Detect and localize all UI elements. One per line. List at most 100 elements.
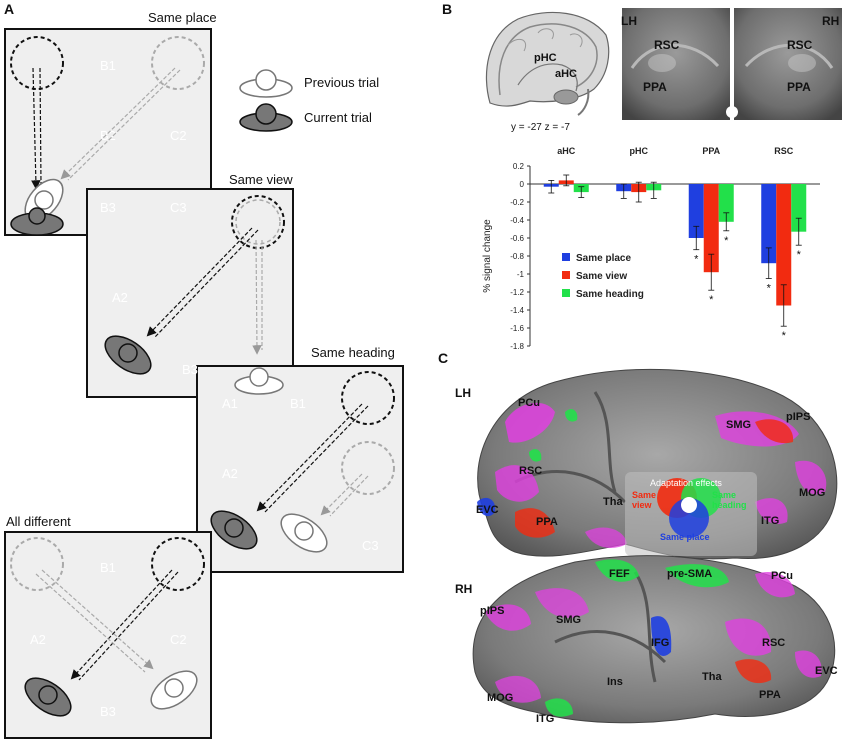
rh-fef-label: FEF (609, 568, 630, 580)
cell-label: B3 (100, 200, 116, 215)
legend-label: Same view (576, 271, 627, 282)
path-line (78, 571, 179, 681)
rh-mog-label: MOG (487, 692, 514, 704)
rh-itg-label: ITG (536, 713, 555, 725)
legend-swatch (562, 253, 570, 261)
same-view-title: Same view (229, 172, 293, 187)
path-line (31, 67, 41, 190)
bar (761, 184, 777, 264)
legend-swatch (562, 271, 570, 279)
category-label: pHC (630, 146, 649, 156)
previous-trial-marker (249, 367, 269, 387)
category-label: PPA (702, 146, 720, 156)
rh-label: RH (822, 14, 840, 28)
y-tick-label: -0.2 (510, 198, 524, 207)
lh-evc-label: EVC (476, 504, 499, 516)
significance-marker: * (694, 254, 699, 266)
rh-ins-label: Ins (607, 676, 623, 688)
panel-b-letter: B (442, 1, 453, 17)
lh-itg-label: ITG (761, 515, 780, 527)
target-circle (151, 537, 205, 591)
target-circle (10, 36, 64, 90)
current-trial-marker (28, 207, 46, 225)
lh-ppa-label: PPA (536, 516, 558, 528)
rh-ifg-label: IFG (651, 637, 670, 649)
slice-coordinates: y = -27 z = -7 (511, 122, 570, 133)
previous-trial-marker (294, 521, 314, 541)
y-tick-label: -1.4 (510, 306, 524, 315)
current-trial-marker (118, 343, 138, 363)
target-circle (341, 441, 395, 495)
rh-smg-label: SMG (556, 614, 582, 626)
rh-tha-label: Tha (702, 671, 722, 683)
path-line (264, 405, 369, 513)
phc-label: pHC (534, 52, 557, 64)
path-line (70, 569, 173, 680)
y-tick-label: -1.2 (510, 288, 524, 297)
rh-rsc-label: RSC (762, 637, 786, 649)
path-line (329, 475, 369, 517)
rsc-right-label: RSC (787, 38, 813, 52)
lh-label: LH (621, 14, 637, 28)
same-heading-title: Same heading (311, 345, 395, 360)
previous-trial-marker (164, 678, 184, 698)
signal-change-bar-chart: 0.20-0.2-0.4-0.6-0.8-1-1.2-1.4-1.6-1.8% … (482, 146, 820, 351)
cell-label: B2 (100, 128, 116, 143)
target-circle (341, 371, 395, 425)
adaptation-legend-title: Adaptation effects (650, 478, 722, 488)
ppa-left-label: PPA (643, 80, 667, 94)
path-line (67, 69, 181, 181)
lh-rsc-label: RSC (519, 465, 543, 477)
category-label: aHC (557, 146, 576, 156)
lh-pcu-label: PCu (518, 397, 540, 409)
path-line (39, 67, 42, 186)
cell-label: B3 (182, 362, 198, 377)
bar (791, 184, 807, 232)
cell-label: A2 (222, 466, 238, 481)
cell-label: C3 (170, 200, 187, 215)
target-circle (235, 199, 281, 245)
path-line (256, 403, 363, 512)
y-axis-label: % signal change (482, 219, 493, 293)
lh-smg-label: SMG (726, 419, 752, 431)
legend-current-label: Current trial (304, 110, 372, 125)
path-line (41, 569, 154, 670)
ventral-brain-image (622, 8, 842, 120)
cortical-surface-image (472, 368, 838, 724)
legend-current-icon (255, 103, 277, 125)
cell-label: A1 (222, 396, 238, 411)
rh-ppa-label: PPA (759, 689, 781, 701)
lh-mog-label: MOG (799, 487, 826, 499)
cell-label: B1 (100, 58, 116, 73)
lh-pips-label: pIPS (786, 411, 811, 423)
ppa-right-label: PPA (787, 80, 811, 94)
y-tick-label: -0.6 (510, 234, 524, 243)
cell-label: B3 (100, 704, 116, 719)
rh-presma-label: pre-SMA (667, 568, 713, 580)
sagittal-brain-image (478, 5, 613, 117)
same-place-title: Same place (148, 10, 217, 25)
adaptation-legend-view: Same view (632, 490, 657, 510)
adaptation-legend-heading: Same heading (712, 490, 747, 510)
rh-pcu-label: PCu (771, 570, 793, 582)
y-tick-label: -0.8 (510, 252, 524, 261)
legend-previous-label: Previous trial (304, 75, 380, 90)
c-rh-label: RH (455, 582, 473, 596)
target-circle (10, 537, 64, 591)
cell-label: B1 (290, 396, 306, 411)
all-different-title: All different (6, 514, 71, 529)
significance-marker: * (709, 294, 714, 306)
rsc-left-label: RSC (654, 38, 680, 52)
rh-pips-label: pIPS (480, 605, 505, 617)
current-trial-marker (38, 685, 58, 705)
panel-c-letter: C (438, 350, 449, 366)
path-line (320, 473, 363, 516)
bar (688, 184, 704, 238)
y-tick-label: -0.4 (510, 216, 524, 225)
bar (776, 184, 792, 306)
cell-label: C2 (170, 128, 187, 143)
path-line (146, 227, 253, 337)
cell-label: B1 (100, 560, 116, 575)
lh-tha-label: Tha (603, 496, 623, 508)
